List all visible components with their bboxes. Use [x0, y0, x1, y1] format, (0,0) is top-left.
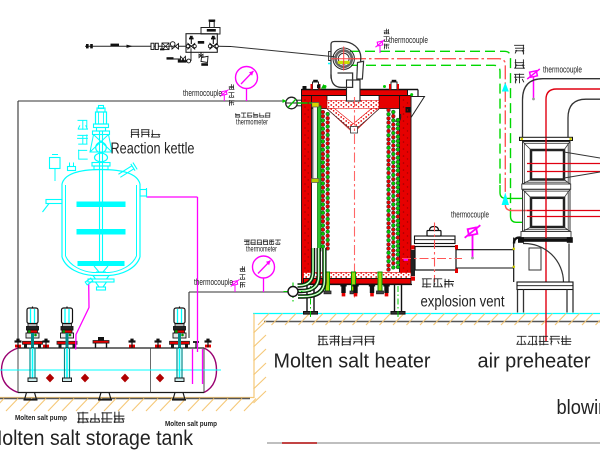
svg-text:blowing: blowing — [557, 397, 600, 419]
svg-text:Molten salt pump: Molten salt pump — [15, 413, 67, 422]
svg-text:thermocouple: thermocouple — [194, 277, 233, 287]
svg-text:thermocouple: thermocouple — [451, 210, 489, 220]
svg-text:Molten salt pump: Molten salt pump — [165, 419, 217, 428]
svg-text:thermocouple: thermocouple — [389, 35, 428, 45]
svg-text:Molten salt storage tank: Molten salt storage tank — [0, 427, 193, 450]
svg-text:Molten salt heater: Molten salt heater — [274, 351, 431, 373]
svg-text:thermocouple: thermocouple — [183, 88, 222, 98]
svg-text:thermocouple: thermocouple — [543, 65, 582, 75]
svg-text:explosion vent: explosion vent — [421, 294, 506, 311]
svg-text:thermometer: thermometer — [246, 245, 277, 254]
svg-text:Reaction kettle: Reaction kettle — [111, 141, 195, 158]
svg-text:air preheater: air preheater — [478, 351, 591, 373]
svg-text:thermometer: thermometer — [236, 118, 268, 127]
